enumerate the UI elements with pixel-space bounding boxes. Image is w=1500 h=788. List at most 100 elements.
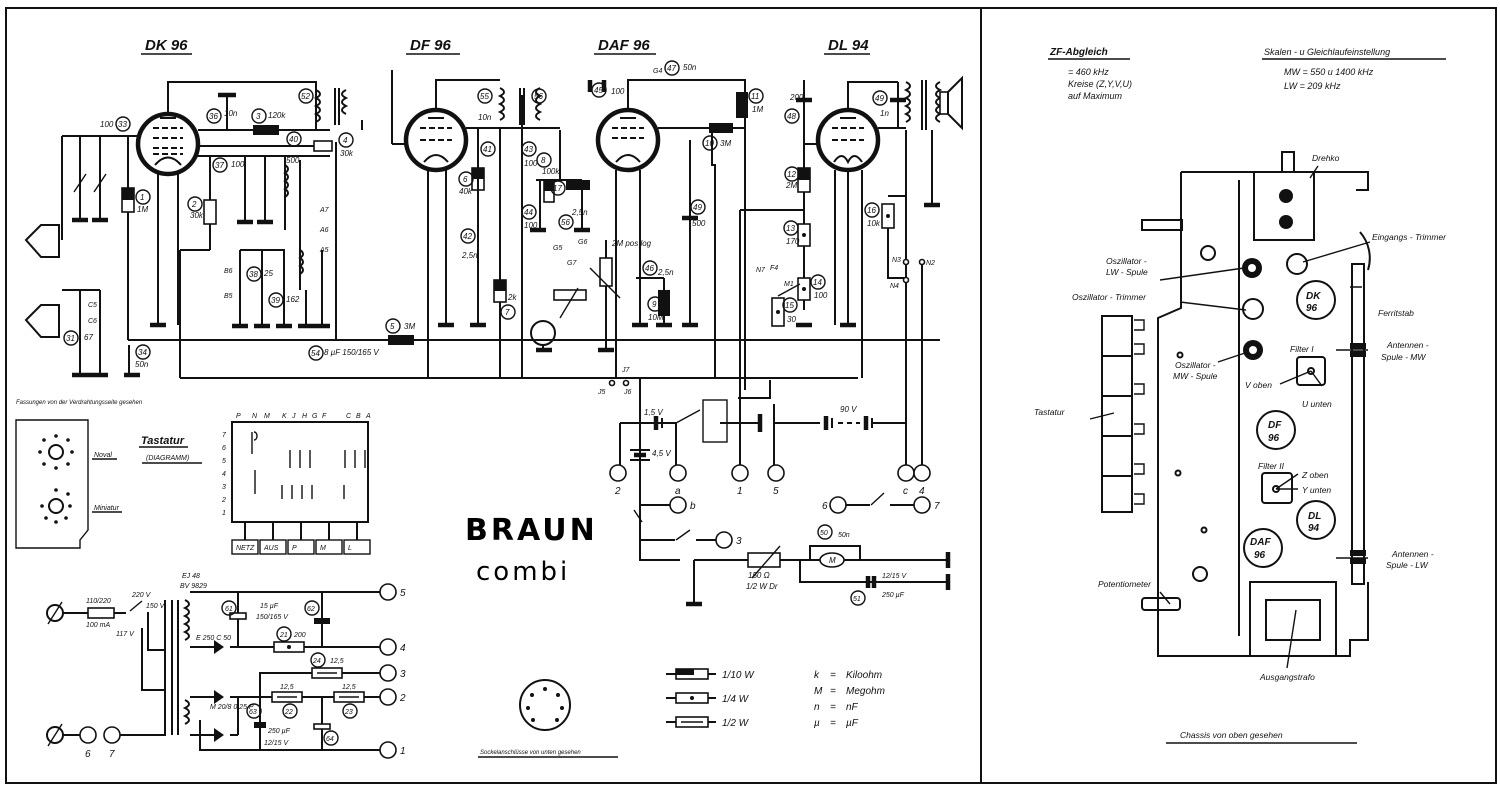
- svg-text:5: 5: [390, 322, 395, 331]
- svg-text:500: 500: [286, 156, 300, 165]
- tastatur-row-label: 5: [222, 458, 226, 465]
- svg-text:=: =: [830, 686, 836, 697]
- svg-text:Oszillator -: Oszillator -: [1175, 360, 1216, 370]
- svg-text:combi: combi: [476, 557, 570, 587]
- svg-text:DF: DF: [1268, 420, 1282, 431]
- svg-text:2M: 2M: [567, 183, 579, 192]
- svg-text:56: 56: [534, 92, 543, 101]
- svg-text:46: 46: [645, 264, 654, 273]
- svg-text:4: 4: [400, 643, 406, 654]
- svg-text:N3: N3: [892, 257, 901, 264]
- svg-text:1: 1: [737, 486, 743, 497]
- svg-text:100: 100: [100, 120, 114, 129]
- tastatur-column-label: P: [236, 413, 241, 420]
- svg-text:42: 42: [463, 232, 472, 241]
- tastatur-column-label: K: [282, 413, 287, 420]
- svg-text:G5: G5: [553, 245, 562, 252]
- svg-text:Spule - LW: Spule - LW: [1386, 560, 1429, 570]
- svg-text:48: 48: [787, 112, 796, 121]
- svg-text:10n: 10n: [478, 113, 492, 122]
- tube-labels: DK 96 DF 96 DAF 96 DL 94: [141, 37, 870, 55]
- svg-text:6: 6: [463, 175, 468, 184]
- tube-label-dk96: DK 96: [145, 37, 188, 54]
- svg-text:G4: G4: [653, 68, 662, 75]
- svg-text:V oben: V oben: [1245, 380, 1272, 390]
- svg-text:67: 67: [84, 333, 93, 342]
- svg-text:4: 4: [343, 136, 348, 145]
- tastatur-key-label: M: [320, 545, 326, 552]
- svg-text:BV 9829: BV 9829: [180, 583, 207, 590]
- svg-text:E 250 C 50: E 250 C 50: [196, 635, 231, 642]
- svg-text:1/4 W: 1/4 W: [722, 694, 750, 705]
- tube-socket-daf96: [1243, 528, 1283, 568]
- sheet-border: [5, 7, 1497, 784]
- svg-text:41: 41: [483, 145, 492, 154]
- svg-text:J7: J7: [621, 367, 631, 374]
- svg-text:34: 34: [138, 348, 147, 357]
- svg-text:U unten: U unten: [1302, 399, 1332, 409]
- svg-text:4: 4: [919, 486, 925, 497]
- svg-text:50n: 50n: [135, 360, 149, 369]
- battery-section: 1,5 V 4,5 V 90 V 2 a 1 5 c 4 b 3 M 50: [608, 378, 951, 607]
- svg-text:10M: 10M: [648, 313, 664, 322]
- svg-text:BRAUN: BRAUN: [465, 513, 598, 548]
- svg-text:10k: 10k: [867, 219, 881, 228]
- svg-text:2,5n: 2,5n: [657, 268, 674, 277]
- svg-text:14: 14: [813, 278, 822, 287]
- svg-text:1M: 1M: [137, 205, 148, 214]
- svg-text:9: 9: [652, 300, 657, 309]
- component-markers: 33 100 36 10n 3 120k 52 4 30k 40 37 100 …: [63, 60, 889, 369]
- svg-text:30k: 30k: [190, 211, 204, 220]
- svg-text:B6: B6: [224, 268, 233, 275]
- tastatur-key-label: NETZ: [236, 545, 255, 552]
- svg-text:1/2 W: 1/2 W: [722, 718, 750, 729]
- tastatur-column-label: J: [291, 413, 296, 420]
- svg-text:MW = 550 u 1400 kHz: MW = 550 u 1400 kHz: [1284, 67, 1374, 77]
- svg-text:200: 200: [293, 632, 306, 639]
- tastatur-column-label: C: [346, 413, 352, 420]
- svg-text:170: 170: [786, 237, 800, 246]
- svg-text:45: 45: [594, 86, 603, 95]
- tastatur-row-label: 7: [222, 432, 227, 439]
- svg-text:3: 3: [736, 536, 742, 547]
- svg-text:61: 61: [225, 606, 233, 613]
- svg-text:50n: 50n: [683, 63, 697, 72]
- svg-text:37: 37: [215, 161, 224, 170]
- svg-text:50: 50: [820, 530, 828, 537]
- chassis-drawing: DK 96 DF 96 DL 94 DAF 96: [1034, 151, 1447, 744]
- tastatur-column-label: N: [252, 413, 258, 420]
- df96-stage: [388, 70, 560, 378]
- svg-text:7: 7: [109, 749, 115, 760]
- svg-text:Antennen -: Antennen -: [1391, 549, 1434, 559]
- svg-text:µF: µF: [846, 718, 859, 729]
- svg-text:3: 3: [400, 669, 406, 680]
- svg-text:1: 1: [400, 746, 406, 757]
- svg-text:15 µF: 15 µF: [260, 603, 279, 610]
- svg-text:C6: C6: [88, 318, 97, 325]
- tube-label-df96: DF 96: [410, 37, 452, 54]
- svg-text:30k: 30k: [340, 149, 354, 158]
- svg-text:Tastatur: Tastatur: [141, 435, 185, 447]
- svg-text:C5: C5: [88, 302, 97, 309]
- dl94-stage: [739, 75, 963, 465]
- svg-text:12,5: 12,5: [280, 684, 294, 691]
- svg-text:49: 49: [693, 203, 702, 212]
- filter-1: [1296, 356, 1326, 386]
- svg-text:17: 17: [553, 184, 562, 193]
- svg-text:M: M: [814, 686, 823, 697]
- svg-text:G6: G6: [578, 239, 587, 246]
- svg-text:2: 2: [614, 486, 621, 497]
- svg-text:24: 24: [312, 658, 321, 665]
- ferrite-rod: [1351, 263, 1365, 585]
- svg-text:Fassungen von der Verdrahtungs: Fassungen von der Verdrahtungsseite gese…: [16, 400, 143, 406]
- svg-text:µ: µ: [814, 718, 820, 729]
- brand-logo: BRAUN combi: [465, 513, 598, 587]
- svg-text:LW - Spule: LW - Spule: [1106, 267, 1148, 277]
- tastatur-row-label: 2: [221, 497, 226, 504]
- tastatur-row-label: 6: [222, 445, 226, 452]
- tastatur-column-label: H: [302, 413, 308, 420]
- svg-text:2k: 2k: [507, 293, 517, 302]
- svg-text:Filter I: Filter I: [1290, 344, 1314, 354]
- svg-text:150 Ω: 150 Ω: [748, 571, 770, 580]
- tastatur-key-label: L: [348, 545, 352, 552]
